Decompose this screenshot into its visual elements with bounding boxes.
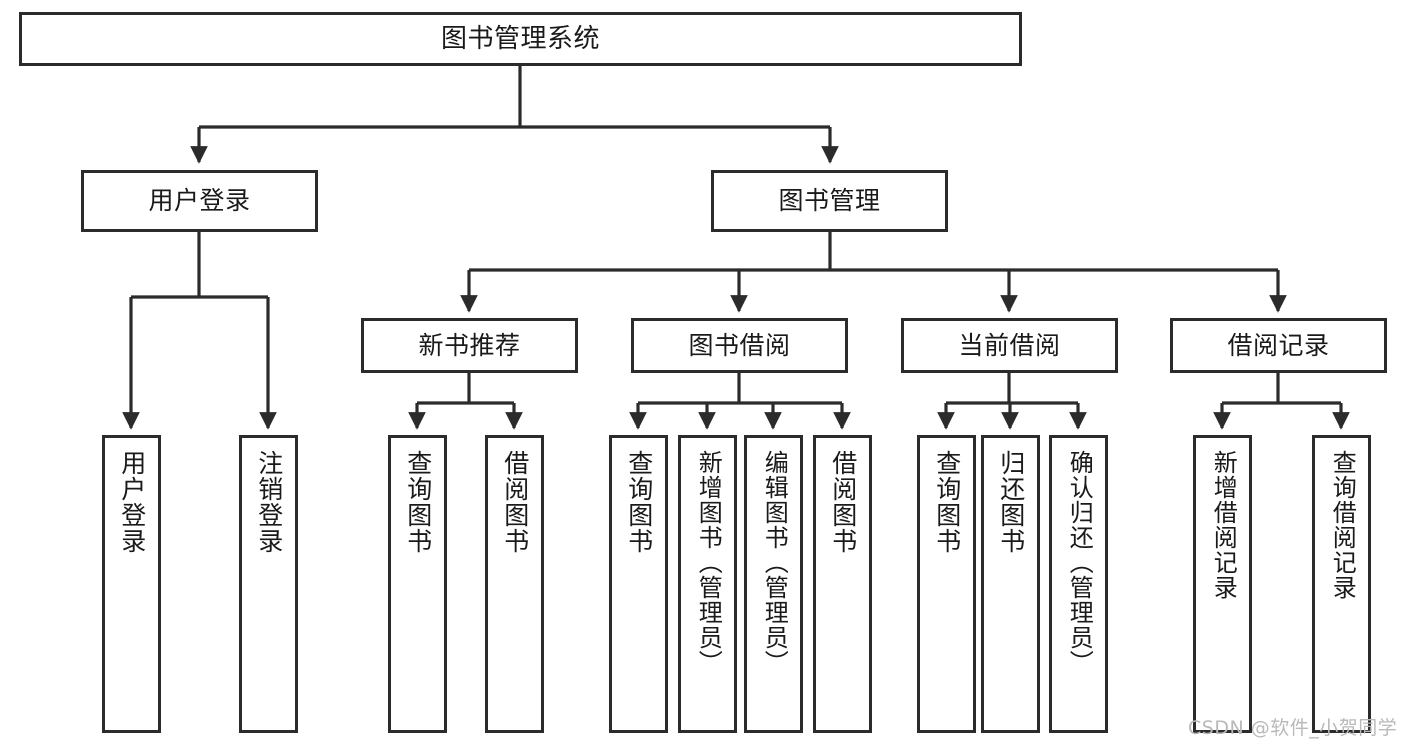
node-label: 编辑图书（管理员） (760, 450, 789, 675)
node-label: 图书管理 (778, 186, 881, 216)
node-current-borrow[interactable]: 当前借阅 (901, 318, 1118, 373)
leaf-bookborrow-edit-book[interactable]: 编辑图书（管理员） (744, 435, 803, 733)
node-label: 确认归还（管理员） (1065, 450, 1094, 675)
node-label: 借阅图书 (500, 450, 530, 554)
node-book-borrow[interactable]: 图书借阅 (631, 318, 848, 373)
node-borrow-record[interactable]: 借阅记录 (1170, 318, 1387, 373)
node-label: 注销登录 (254, 450, 284, 554)
leaf-bookborrow-add-book[interactable]: 新增图书（管理员） (678, 435, 737, 733)
node-label: 查询图书 (403, 450, 433, 554)
node-label: 借阅图书 (828, 450, 858, 554)
leaf-bookborrow-borrow-book[interactable]: 借阅图书 (813, 435, 872, 733)
node-label: 新增图书（管理员） (694, 450, 723, 675)
node-user-login[interactable]: 用户登录 (81, 170, 318, 232)
node-label: 查询图书 (624, 450, 654, 554)
leaf-newbook-query-book[interactable]: 查询图书 (388, 435, 447, 733)
node-label: 新增借阅记录 (1209, 450, 1238, 600)
node-label: 借阅记录 (1227, 330, 1330, 360)
leaf-bookborrow-query-book[interactable]: 查询图书 (609, 435, 668, 733)
leaf-currentborrow-query-book[interactable]: 查询图书 (917, 435, 976, 733)
node-label: 用户登录 (117, 450, 147, 554)
leaf-newbook-borrow-book[interactable]: 借阅图书 (485, 435, 544, 733)
node-label: 图书管理系统 (440, 23, 600, 54)
leaf-borrowrecord-add-record[interactable]: 新增借阅记录 (1193, 435, 1252, 733)
node-label: 图书借阅 (688, 330, 791, 360)
node-label: 新书推荐 (418, 330, 521, 360)
leaf-borrowrecord-query-record[interactable]: 查询借阅记录 (1312, 435, 1371, 733)
node-root-system[interactable]: 图书管理系统 (19, 12, 1022, 66)
leaf-currentborrow-confirm-return[interactable]: 确认归还（管理员） (1049, 435, 1108, 733)
leaf-currentborrow-return-book[interactable]: 归还图书 (981, 435, 1040, 733)
leaf-user-login[interactable]: 用户登录 (102, 435, 161, 733)
leaf-logout[interactable]: 注销登录 (239, 435, 298, 733)
node-book-management[interactable]: 图书管理 (711, 170, 948, 232)
node-label: 查询借阅记录 (1328, 450, 1357, 600)
node-label: 归还图书 (996, 450, 1026, 554)
node-label: 当前借阅 (958, 330, 1061, 360)
node-new-book-recommend[interactable]: 新书推荐 (361, 318, 578, 373)
node-label: 查询图书 (932, 450, 962, 554)
node-label: 用户登录 (148, 186, 251, 216)
